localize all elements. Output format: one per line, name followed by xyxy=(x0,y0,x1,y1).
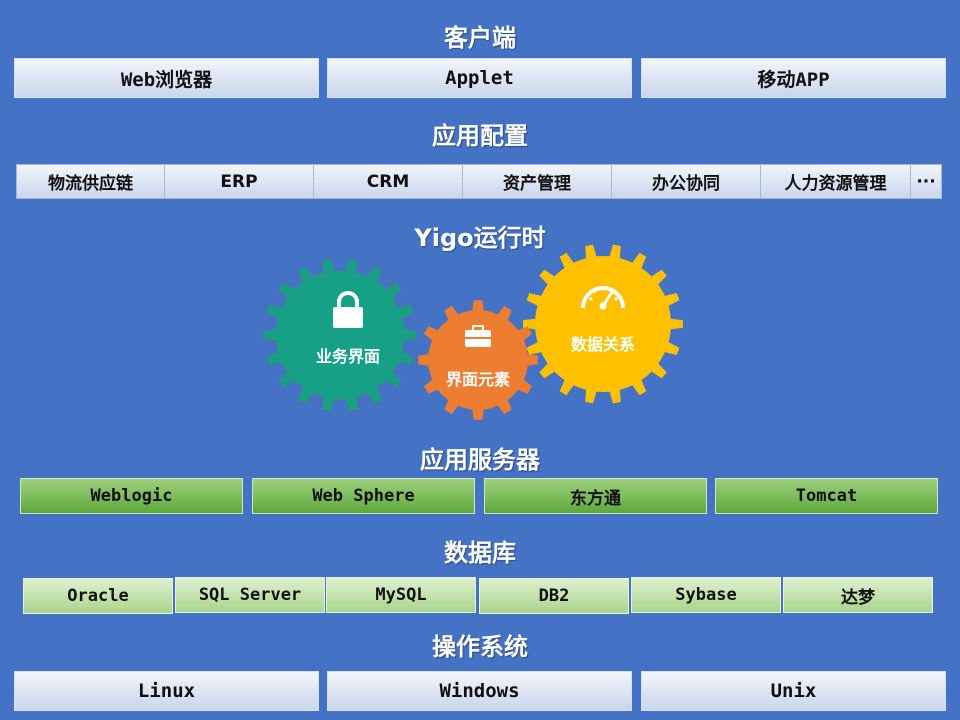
gear-business-ui xyxy=(263,259,417,411)
lock-icon xyxy=(333,291,363,328)
app-config-item-hr: 人力资源管理 xyxy=(760,164,911,199)
os-item-windows: Windows xyxy=(327,671,632,711)
database-item-mysql: MySQL xyxy=(326,577,476,613)
database-item-oracle: Oracle xyxy=(23,578,173,614)
app-config-item-logistics: 物流供应链 xyxy=(16,164,165,199)
gear-ui-element xyxy=(418,300,538,420)
database-item-sqlserver: SQL Server xyxy=(175,577,325,613)
app-server-item-tomcat: Tomcat xyxy=(715,478,938,514)
gear-label-business-ui: 业务界面 xyxy=(315,347,380,366)
client-title: 客户端 xyxy=(444,24,516,52)
database-title: 数据库 xyxy=(444,539,516,567)
database-item-db2: DB2 xyxy=(479,578,629,614)
app-server-item-weblogic: Weblogic xyxy=(20,478,243,514)
app-config-item-more: ··· xyxy=(910,164,942,199)
os-item-linux: Linux xyxy=(14,671,319,711)
runtime-title: Yigo运行时 xyxy=(414,224,546,252)
os-title: 操作系统 xyxy=(432,633,528,661)
app-config-item-asset: 资产管理 xyxy=(462,164,612,199)
client-item-web-browser: Web浏览器 xyxy=(14,58,319,98)
database-item-sybase: Sybase xyxy=(631,577,781,613)
database-item-dameng: 达梦 xyxy=(783,577,933,613)
gear-data-relation xyxy=(523,244,683,404)
app-server-item-websphere: Web Sphere xyxy=(252,478,475,514)
gear-label-data-relation: 数据关系 xyxy=(570,335,635,354)
os-item-unix: Unix xyxy=(641,671,946,711)
app-server-item-tongtech: 东方通 xyxy=(484,478,707,514)
app-server-title: 应用服务器 xyxy=(420,446,540,474)
briefcase-icon xyxy=(465,325,491,347)
client-item-mobile-app: 移动APP xyxy=(641,58,946,98)
gauge-icon xyxy=(581,286,625,310)
client-item-applet: Applet xyxy=(327,58,632,98)
app-config-item-office: 办公协同 xyxy=(611,164,761,199)
app-config-title: 应用配置 xyxy=(432,122,528,150)
gear-label-ui-element: 界面元素 xyxy=(445,370,510,389)
app-config-item-crm: CRM xyxy=(313,164,463,199)
app-config-item-erp: ERP xyxy=(164,164,314,199)
